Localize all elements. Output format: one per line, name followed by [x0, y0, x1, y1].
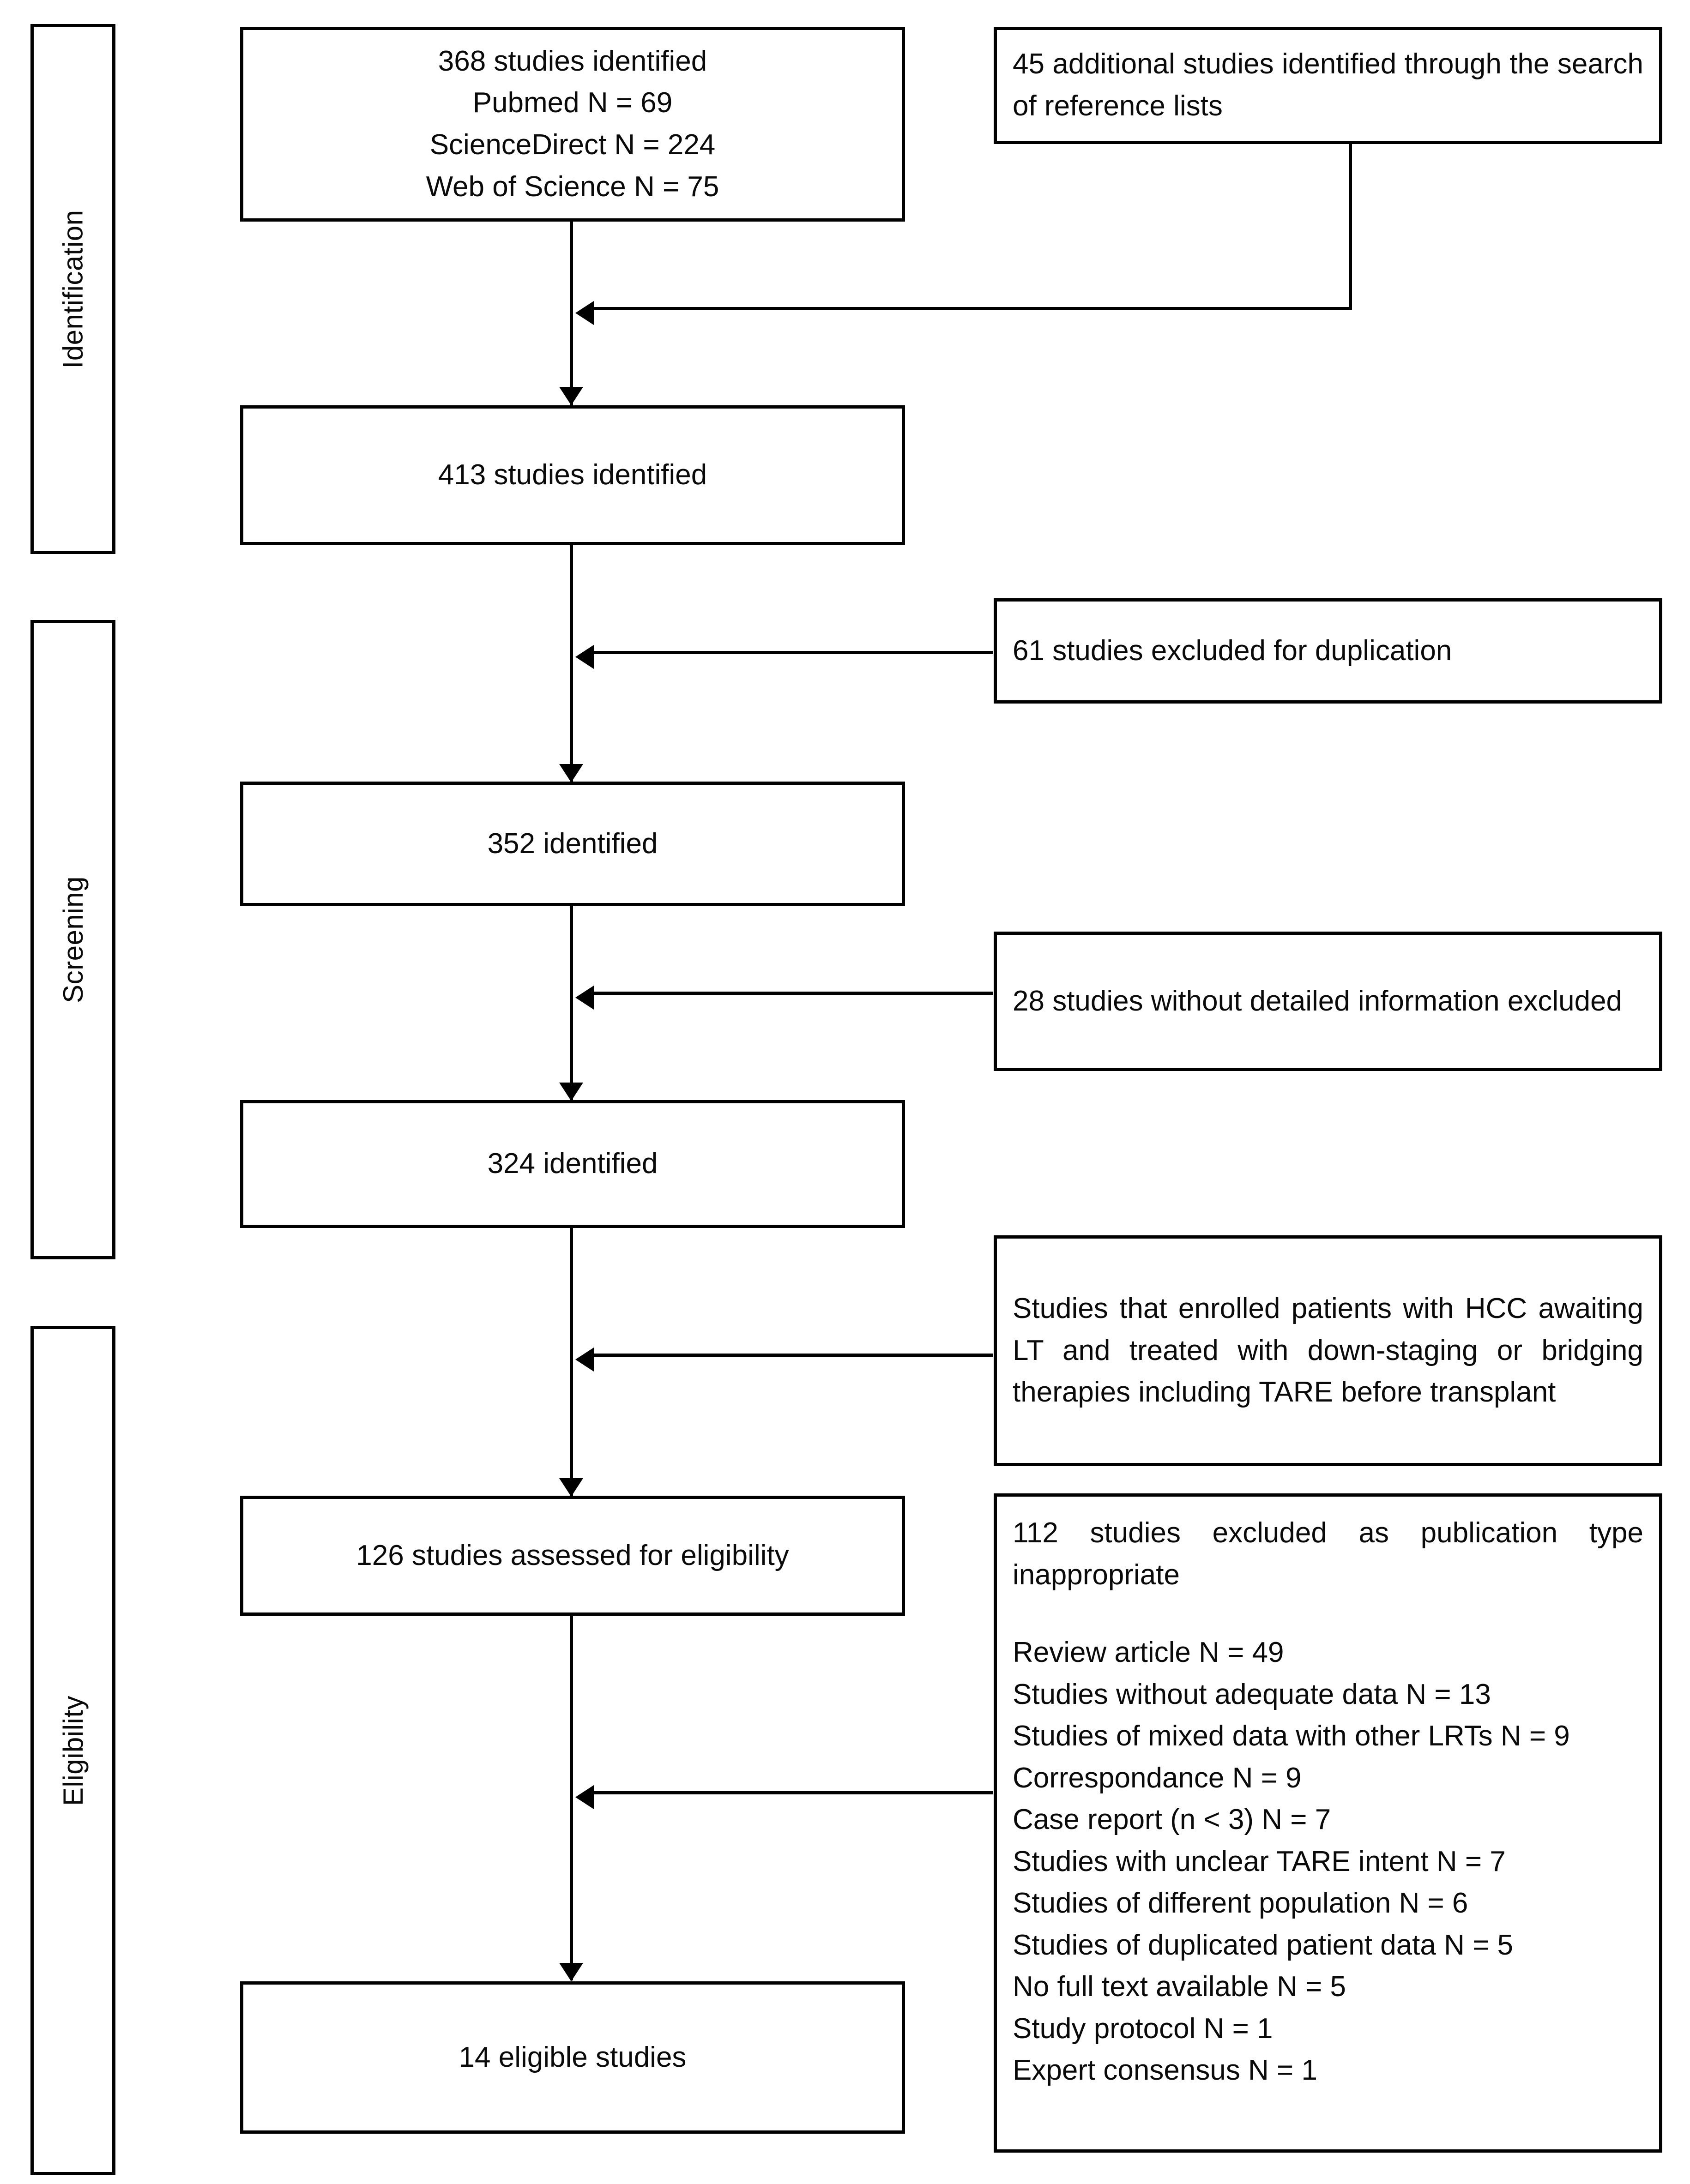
node-final-eligible: 14 eligible studies	[240, 1981, 905, 2134]
node-databases-identified-text: 368 studies identified Pubmed N = 69 Sci…	[426, 45, 719, 203]
node-databases-identified: 368 studies identified Pubmed N = 69 Sci…	[240, 27, 905, 222]
arrowhead-left-from-inclusion	[575, 1348, 594, 1372]
exclusions-heading: 112 studies excluded as publication type…	[1013, 1517, 1643, 1591]
node-additional-studies-text: 45 additional studies identified through…	[1013, 48, 1643, 122]
exclusion-list-item: Study protocol N = 1	[1013, 2012, 1273, 2045]
arrowhead-left-from-duplicates	[575, 645, 594, 669]
arrowhead-down-to-assessed	[559, 1478, 583, 1497]
arrowhead-down-to-after-duplicates	[559, 764, 583, 782]
exclusion-list-item: Correspondance N = 9	[1013, 1762, 1302, 1794]
stage-rail-screening: Screening	[30, 620, 115, 1259]
exclusion-list-item: Review article N = 49	[1013, 1636, 1284, 1669]
connector-assessed-to-final	[570, 1616, 573, 1980]
node-assessed-eligibility: 126 studies assessed for eligibility	[240, 1496, 905, 1616]
connector-duplicates-to-spine	[591, 651, 993, 654]
node-total-identified: 413 studies identified	[240, 405, 905, 545]
exclusion-list-item: Studies of different population N = 6	[1013, 1887, 1468, 1919]
connector-inclusion-to-spine	[591, 1354, 993, 1357]
connector-after-duplicates-to-after-detail	[570, 906, 573, 1100]
node-final-eligible-text: 14 eligible studies	[459, 2041, 687, 2073]
connector-databases-to-total	[570, 222, 573, 405]
stage-label-eligibility: Eligibility	[57, 1695, 89, 1806]
connector-no-detail-to-spine	[591, 992, 993, 995]
node-duplicates-excluded-text: 61 studies excluded for duplication	[1013, 634, 1452, 667]
arrowhead-left-from-no-detail	[575, 986, 594, 1010]
connector-additional-vertical	[1349, 144, 1352, 310]
node-duplicates-excluded: 61 studies excluded for duplication	[994, 598, 1662, 704]
exclusion-list-item: No full text available N = 5	[1013, 1971, 1346, 2003]
connector-after-detail-to-assessed	[570, 1228, 573, 1496]
arrowhead-left-from-additional	[575, 301, 594, 325]
node-no-detail-excluded-text: 28 studies without detailed information …	[1013, 985, 1623, 1017]
stage-rail-identification: Identification	[30, 24, 115, 554]
exclusion-list-item: Studies of mixed data with other LRTs N …	[1013, 1720, 1570, 1752]
connector-exclusions-to-spine	[591, 1791, 993, 1794]
stage-label-screening: Screening	[57, 876, 89, 1003]
arrowhead-down-to-total	[559, 387, 583, 405]
node-inclusion-criteria: Studies that enrolled patients with HCC …	[994, 1235, 1662, 1466]
node-no-detail-excluded: 28 studies without detailed information …	[994, 932, 1662, 1071]
node-additional-studies: 45 additional studies identified through…	[994, 27, 1662, 144]
exclusion-list-item: Expert consensus N = 1	[1013, 2054, 1317, 2087]
connector-total-to-after-duplicates	[570, 545, 573, 782]
exclusions-spacer	[1013, 1596, 1643, 1632]
node-after-detail-text: 324 identified	[487, 1148, 658, 1180]
node-total-identified-text: 413 studies identified	[438, 459, 707, 491]
arrowhead-left-from-exclusions	[575, 1785, 594, 1809]
exclusion-list-item: Studies with unclear TARE intent N = 7	[1013, 1845, 1506, 1877]
node-after-duplicates: 352 identified	[240, 782, 905, 906]
arrowhead-down-to-after-detail	[559, 1083, 583, 1101]
connector-additional-horizontal	[591, 307, 1352, 310]
node-exclusions-list: 112 studies excluded as publication type…	[994, 1493, 1662, 2153]
arrowhead-down-to-final	[559, 1963, 583, 1981]
node-inclusion-criteria-text: Studies that enrolled patients with HCC …	[1013, 1293, 1643, 1408]
exclusion-list-item: Case report (n < 3) N = 7	[1013, 1804, 1331, 1836]
stage-label-identification: Identification	[57, 210, 89, 368]
node-assessed-eligibility-text: 126 studies assessed for eligibility	[356, 1539, 789, 1571]
exclusion-list-item: Studies of duplicated patient data N = 5	[1013, 1929, 1514, 1961]
node-after-duplicates-text: 352 identified	[487, 827, 658, 860]
stage-rail-eligibility: Eligibility	[30, 1326, 115, 2175]
exclusions-items: Review article N = 49 Studies without ade…	[1013, 1632, 1643, 2092]
exclusion-list-item: Studies without adequate data N = 13	[1013, 1678, 1491, 1710]
node-after-detail: 324 identified	[240, 1100, 905, 1228]
